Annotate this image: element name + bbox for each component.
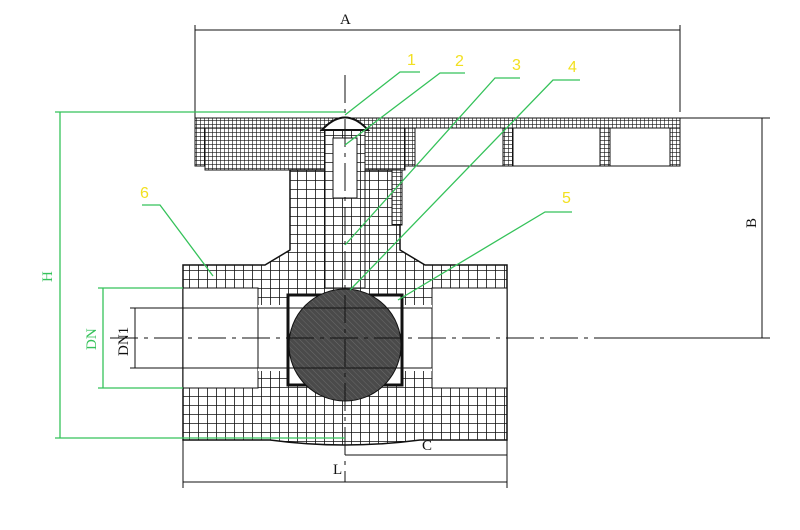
callout-6: 6 — [140, 185, 149, 202]
leader-lines — [142, 71, 580, 301]
callout-3: 3 — [512, 57, 521, 74]
dim-B: B — [744, 218, 760, 228]
dim-A: A — [340, 12, 351, 28]
callout-5: 5 — [562, 190, 571, 207]
dim-DN1: DN1 — [116, 327, 132, 356]
callout-4: 4 — [568, 59, 577, 76]
dim-L: L — [333, 462, 342, 478]
dimension-lines — [130, 25, 770, 488]
handle — [194, 117, 681, 171]
dim-H: H — [40, 271, 56, 282]
dim-C: C — [422, 438, 432, 454]
dim-DN: DN — [84, 328, 100, 350]
callout-2: 2 — [455, 53, 464, 70]
green-dimension-lines — [55, 111, 345, 439]
callout-1: 1 — [407, 52, 416, 69]
